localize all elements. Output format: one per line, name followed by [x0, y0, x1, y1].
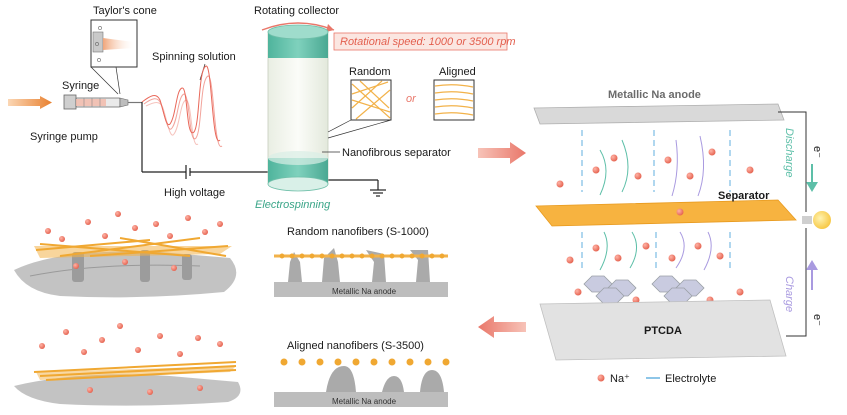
separator-label: Separator	[718, 190, 770, 202]
electrospinning-label: Electrospinning	[255, 199, 331, 211]
rotating-collector-label: Rotating collector	[254, 5, 339, 17]
legend-na-label: Na⁺	[610, 373, 630, 385]
legend: Na⁺ Electrolyte	[597, 373, 716, 385]
right-arrow	[478, 142, 526, 164]
ptcda-molecules	[583, 275, 705, 305]
electron-bottom-label: e⁻	[811, 314, 823, 326]
aligned-nanofibers-label: Aligned nanofibers (S-3500)	[287, 340, 424, 352]
ptcda-label: PTCDA	[644, 325, 682, 337]
aligned-cross-section: Aligned nanofibers (S-3500) Metallic Na …	[274, 340, 450, 407]
battery-panel: Metallic Na anode Separator	[533, 89, 831, 385]
random-cross-section: Random nanofibers (S-1000) Metallic Na a…	[274, 226, 448, 297]
metallic-na-anode-label: Metallic Na anode	[608, 89, 701, 101]
taylor-cone-shape	[103, 38, 134, 50]
electrolyte-dashes-lower	[581, 232, 731, 270]
ptcda-cathode-plate	[539, 299, 787, 361]
separator-plate	[535, 199, 797, 227]
charge-label: Charge	[783, 276, 795, 312]
nanofibrous-separator-label: Nanofibrous separator	[342, 147, 451, 159]
syringe-label: Syringe	[62, 80, 99, 92]
syringe	[63, 94, 142, 110]
anode-label-aligned: Metallic Na anode	[332, 397, 397, 406]
spinning-solution-jet	[141, 65, 223, 147]
aligned-3d-render	[14, 323, 241, 406]
random-3d-render	[14, 211, 237, 298]
rotational-speed-label: Rotational speed: 1000 or 3500 rpm	[340, 36, 516, 48]
na-ion-swatch	[597, 374, 605, 382]
electrolyte-dashes-upper	[581, 130, 731, 192]
discharge-arrow	[806, 164, 818, 192]
high-voltage-label: High voltage	[164, 187, 225, 199]
ion-paths-upper	[599, 135, 704, 197]
ion-paths-lower	[599, 231, 712, 271]
aligned-label: Aligned	[439, 66, 476, 78]
electron-top-label: e⁻	[811, 146, 823, 158]
electrospinning-setup: Taylor's cone Syringe Syringe pump Spinn…	[8, 5, 526, 338]
discharge-label: Discharge	[783, 128, 795, 178]
random-label: Random	[349, 66, 391, 78]
anode-label-random: Metallic Na anode	[332, 287, 397, 296]
left-arrow	[478, 316, 526, 338]
random-nanofibers-label: Random nanofibers (S-1000)	[287, 226, 429, 238]
or-label: or	[406, 93, 417, 105]
high-voltage-circuit	[141, 102, 386, 197]
syringe-pump-arrow	[8, 96, 52, 109]
external-circuit	[778, 111, 807, 337]
rotating-collector	[267, 24, 329, 192]
legend-electrolyte-label: Electrolyte	[665, 373, 716, 385]
spinning-solution-label: Spinning solution	[152, 51, 236, 63]
light-bulb-icon	[813, 211, 831, 229]
na-anode-plate	[533, 103, 785, 125]
syringe-pump-label: Syringe pump	[30, 131, 98, 143]
charge-arrow	[806, 260, 818, 290]
taylor-cone-label: Taylor's cone	[93, 5, 157, 17]
rotational-speed-box	[333, 32, 508, 51]
